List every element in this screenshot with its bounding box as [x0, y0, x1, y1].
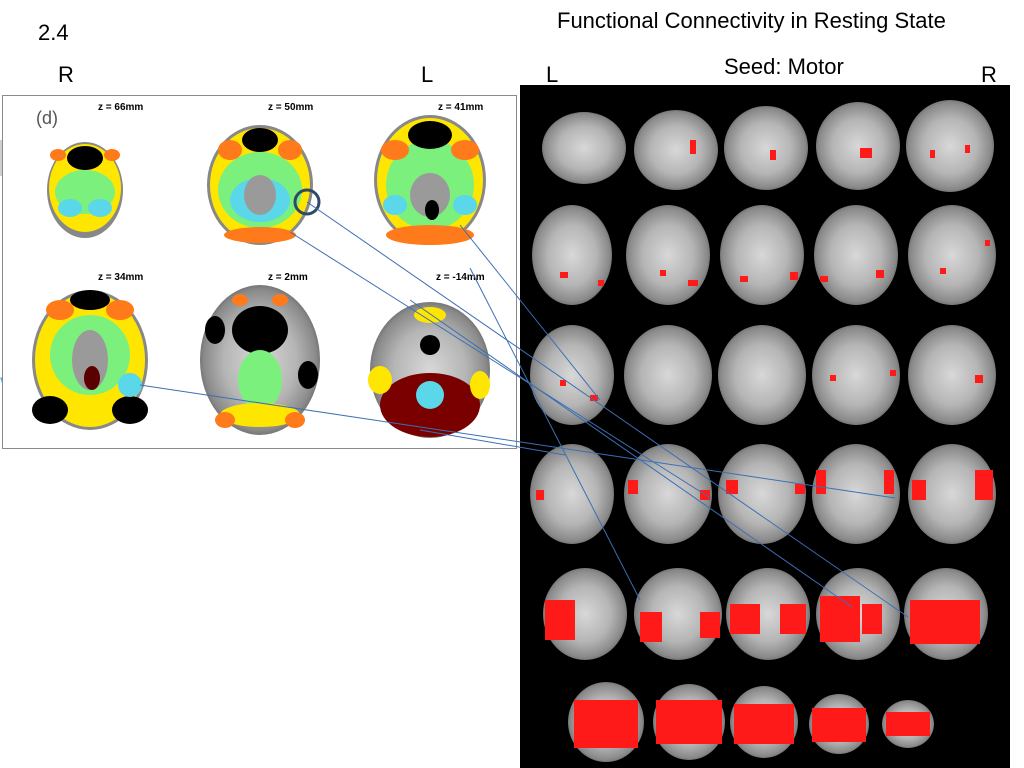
panel-label: (d)	[36, 108, 58, 128]
seed-subtitle: Seed: Motor	[724, 54, 844, 79]
slice-label-zm14: z = -14mm	[436, 272, 485, 283]
slide-number: 2.4	[38, 20, 69, 45]
orientation-label-right-l: L	[546, 62, 559, 87]
slice-label-z41: z = 41mm	[438, 102, 484, 113]
parcellation-slice-z34	[32, 290, 148, 430]
seed-map-row-1	[542, 100, 994, 192]
seed-map-row-2	[532, 205, 996, 305]
slice-label-z34: z = 34mm	[98, 272, 144, 283]
parcellation-slice-z41	[374, 115, 486, 245]
seed-map-grid	[530, 100, 996, 762]
orientation-label-left-r: R	[58, 62, 74, 87]
slice-label-z50: z = 50mm	[268, 102, 314, 113]
seed-circle	[293, 188, 321, 216]
parcellation-slice-zm14	[368, 302, 490, 438]
orientation-label-right-r: R	[981, 62, 997, 87]
seed-map-row-6	[568, 682, 934, 762]
parcellation-slice-z2	[200, 285, 320, 435]
parcellation-slice-z66	[47, 142, 123, 238]
seed-map-row-4	[530, 444, 996, 544]
seed-map-row-3	[530, 325, 996, 425]
seed-map-row-5	[543, 568, 988, 660]
page-title: Functional Connectivity in Resting State	[557, 8, 946, 33]
orientation-label-left-l: L	[421, 62, 434, 87]
slice-label-z2: z = 2mm	[268, 272, 308, 283]
parcellation-slice-z50	[207, 125, 313, 245]
connector-lines	[139, 201, 909, 618]
slice-label-z66: z = 66mm	[98, 102, 144, 113]
